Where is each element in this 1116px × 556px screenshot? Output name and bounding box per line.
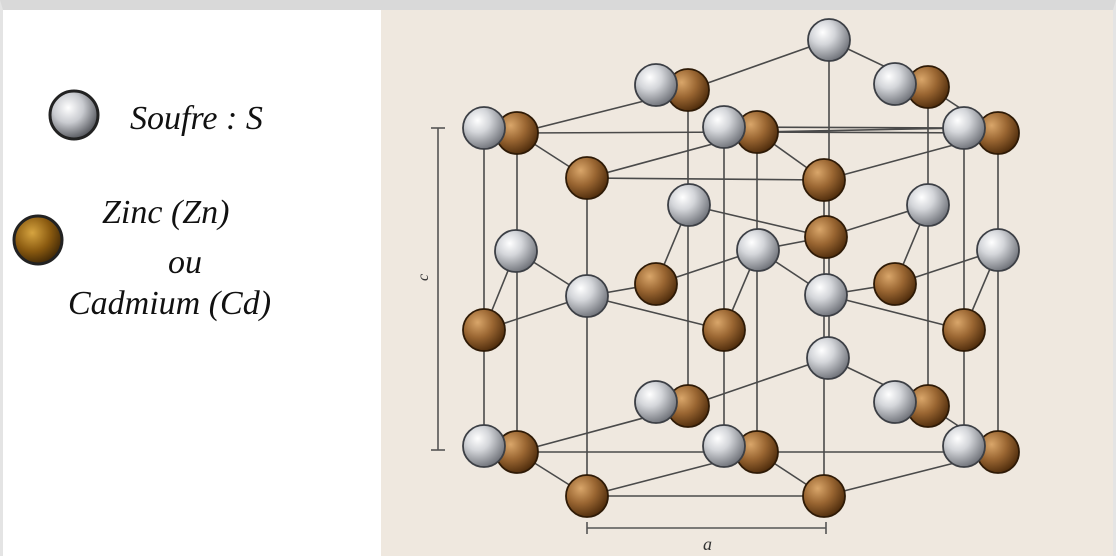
metal-atom	[634, 262, 678, 306]
sulfur-atom	[807, 18, 851, 62]
dimension-c-label: c	[415, 274, 432, 281]
sulfur-atom	[873, 380, 917, 424]
metal-atom	[802, 158, 846, 202]
sulfur-atom	[462, 424, 506, 468]
dimension-a-label: a	[703, 534, 712, 554]
metal-legend-dot	[12, 214, 64, 266]
metal-legend-label-cadmium: Cadmium (Cd)	[68, 285, 272, 322]
bonds	[483, 39, 999, 497]
sulfur-legend-dot	[48, 89, 100, 141]
sulfur-atom	[873, 62, 917, 106]
metal-atom	[462, 308, 506, 352]
metal-legend-label-zinc: Zinc (Zn)	[102, 194, 230, 231]
metal-atom	[702, 308, 746, 352]
sulfur-atom	[942, 424, 986, 468]
dimension-c-marker	[431, 127, 445, 451]
sulfur-atom	[494, 229, 538, 273]
crystal-structure-diagram: c a	[415, 18, 1020, 554]
legend: Soufre : S Zinc (Zn) ou Cadmium (Cd)	[0, 0, 380, 556]
legend-markers	[12, 89, 100, 266]
metal-atom	[942, 308, 986, 352]
metal-atom	[565, 156, 609, 200]
sulfur-atom	[702, 424, 746, 468]
sulfur-atom	[702, 105, 746, 149]
sulfur-atom	[804, 273, 848, 317]
dimension-a-marker	[586, 522, 827, 534]
metal-atom	[873, 262, 917, 306]
sulfur-atom	[806, 336, 850, 380]
sulfur-atom	[667, 183, 711, 227]
sulfur-atom	[462, 106, 506, 150]
metal-atom	[802, 474, 846, 518]
sulfur-atom	[942, 106, 986, 150]
sulfur-atom	[976, 228, 1020, 272]
sulfur-atom	[634, 380, 678, 424]
sulfur-atom	[565, 274, 609, 318]
sulfur-legend-label: Soufre : S	[130, 100, 263, 137]
metal-atom	[804, 215, 848, 259]
sulfur-atom	[634, 63, 678, 107]
metal-atom	[565, 474, 609, 518]
atoms	[462, 18, 1020, 518]
metal-legend-label-or: ou	[168, 244, 202, 281]
sulfur-atom	[906, 183, 950, 227]
sulfur-atom	[736, 228, 780, 272]
